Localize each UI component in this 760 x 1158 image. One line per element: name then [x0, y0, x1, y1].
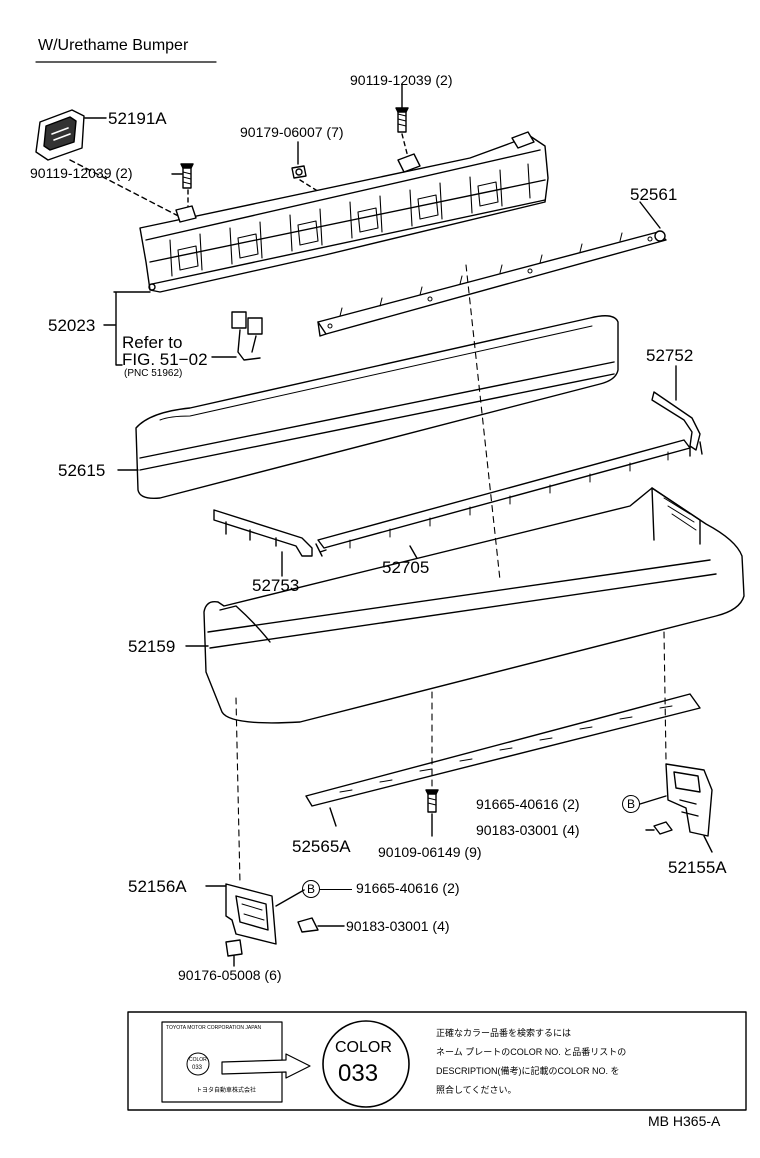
emblem-52191A [35, 109, 191, 223]
part-91665-left[interactable]: 91665-40616 (2) [356, 880, 460, 896]
part-90119-left[interactable]: 90119-12039 (2) [30, 165, 133, 181]
b-marker-right-lines [639, 795, 667, 805]
arrow-icon [221, 1053, 311, 1079]
bumper-cover-52159 [185, 487, 745, 724]
part-52191A[interactable]: 52191A [108, 109, 167, 128]
plate-color-circle [186, 1052, 210, 1076]
color-code: 033 [338, 1060, 379, 1087]
part-52615[interactable]: 52615 [58, 461, 106, 480]
bumper-cover-52615 [117, 315, 619, 500]
bolt-90119-left [171, 163, 194, 211]
reinforcement-52023 [103, 131, 549, 366]
molding-52705 [315, 439, 691, 561]
part-52705[interactable]: 52705 [382, 558, 430, 577]
bracket-52156A [205, 883, 277, 945]
alignment-lines [235, 264, 667, 885]
part-52752[interactable]: 52752 [646, 346, 694, 365]
fig-reference[interactable]: FIG. 51−02 [122, 350, 208, 369]
legend-line-2: ネーム プレートのCOLOR NO. と品番リストの [436, 1047, 627, 1057]
part-90109[interactable]: 90109-06149 (9) [378, 844, 482, 860]
legend-line-4: 照合してください。 [436, 1085, 517, 1095]
bracket-52155A [665, 763, 713, 853]
pnc-reference: (PNC 51962) [124, 368, 183, 379]
b-marker-left: B [302, 880, 320, 898]
diagram-title: W/Urethame Bumper [38, 37, 189, 54]
part-52023[interactable]: 52023 [48, 316, 96, 335]
legend-line-1: 正確なカラー品番を検索するには [436, 1028, 572, 1038]
color-circle [322, 1020, 410, 1108]
molding-52753 [213, 509, 313, 577]
clip-90183-left [297, 917, 345, 933]
part-90183-right[interactable]: 90183-03001 (4) [476, 822, 580, 838]
part-90119-top[interactable]: 90119-12039 (2) [350, 72, 453, 88]
wire-harness-ref [211, 311, 263, 361]
refer-to-label: Refer to [122, 333, 183, 352]
retainer-52565A [305, 693, 701, 827]
part-52155A[interactable]: 52155A [668, 858, 727, 877]
bolt-90176 [225, 939, 243, 967]
part-90179[interactable]: 90179-06007 (7) [240, 124, 344, 140]
b-marker-left-line [275, 889, 305, 907]
reference-code: MB H365-A [648, 1113, 721, 1129]
part-91665-right[interactable]: 91665-40616 (2) [476, 796, 580, 812]
part-52156A[interactable]: 52156A [128, 877, 187, 896]
part-52159[interactable]: 52159 [128, 637, 176, 656]
b-left-leader [320, 889, 352, 890]
plate-color-word: COLOR [189, 1057, 207, 1063]
clip-90183-right [645, 821, 673, 835]
plate-header: TOYOTA MOTOR CORPORATION JAPAN [166, 1025, 262, 1031]
part-52753[interactable]: 52753 [252, 576, 300, 595]
part-52565A[interactable]: 52565A [292, 837, 351, 856]
bolt-90109 [425, 789, 439, 837]
retainer-52561 [317, 201, 667, 337]
part-52561[interactable]: 52561 [630, 185, 678, 204]
legend-line-3: DESCRIPTION(備考)に記載のCOLOR NO. を [436, 1066, 620, 1076]
part-90183-left[interactable]: 90183-03001 (4) [346, 918, 450, 934]
color-word: COLOR [335, 1039, 392, 1056]
plate-color-code: 033 [192, 1065, 203, 1071]
legend-box [127, 1011, 747, 1111]
b-marker-right: B [622, 795, 640, 813]
plate-footer: トヨタ自動車株式会社 [196, 1088, 257, 1094]
part-90176[interactable]: 90176-05008 (6) [178, 967, 282, 983]
bolt-90119-top [395, 83, 411, 166]
